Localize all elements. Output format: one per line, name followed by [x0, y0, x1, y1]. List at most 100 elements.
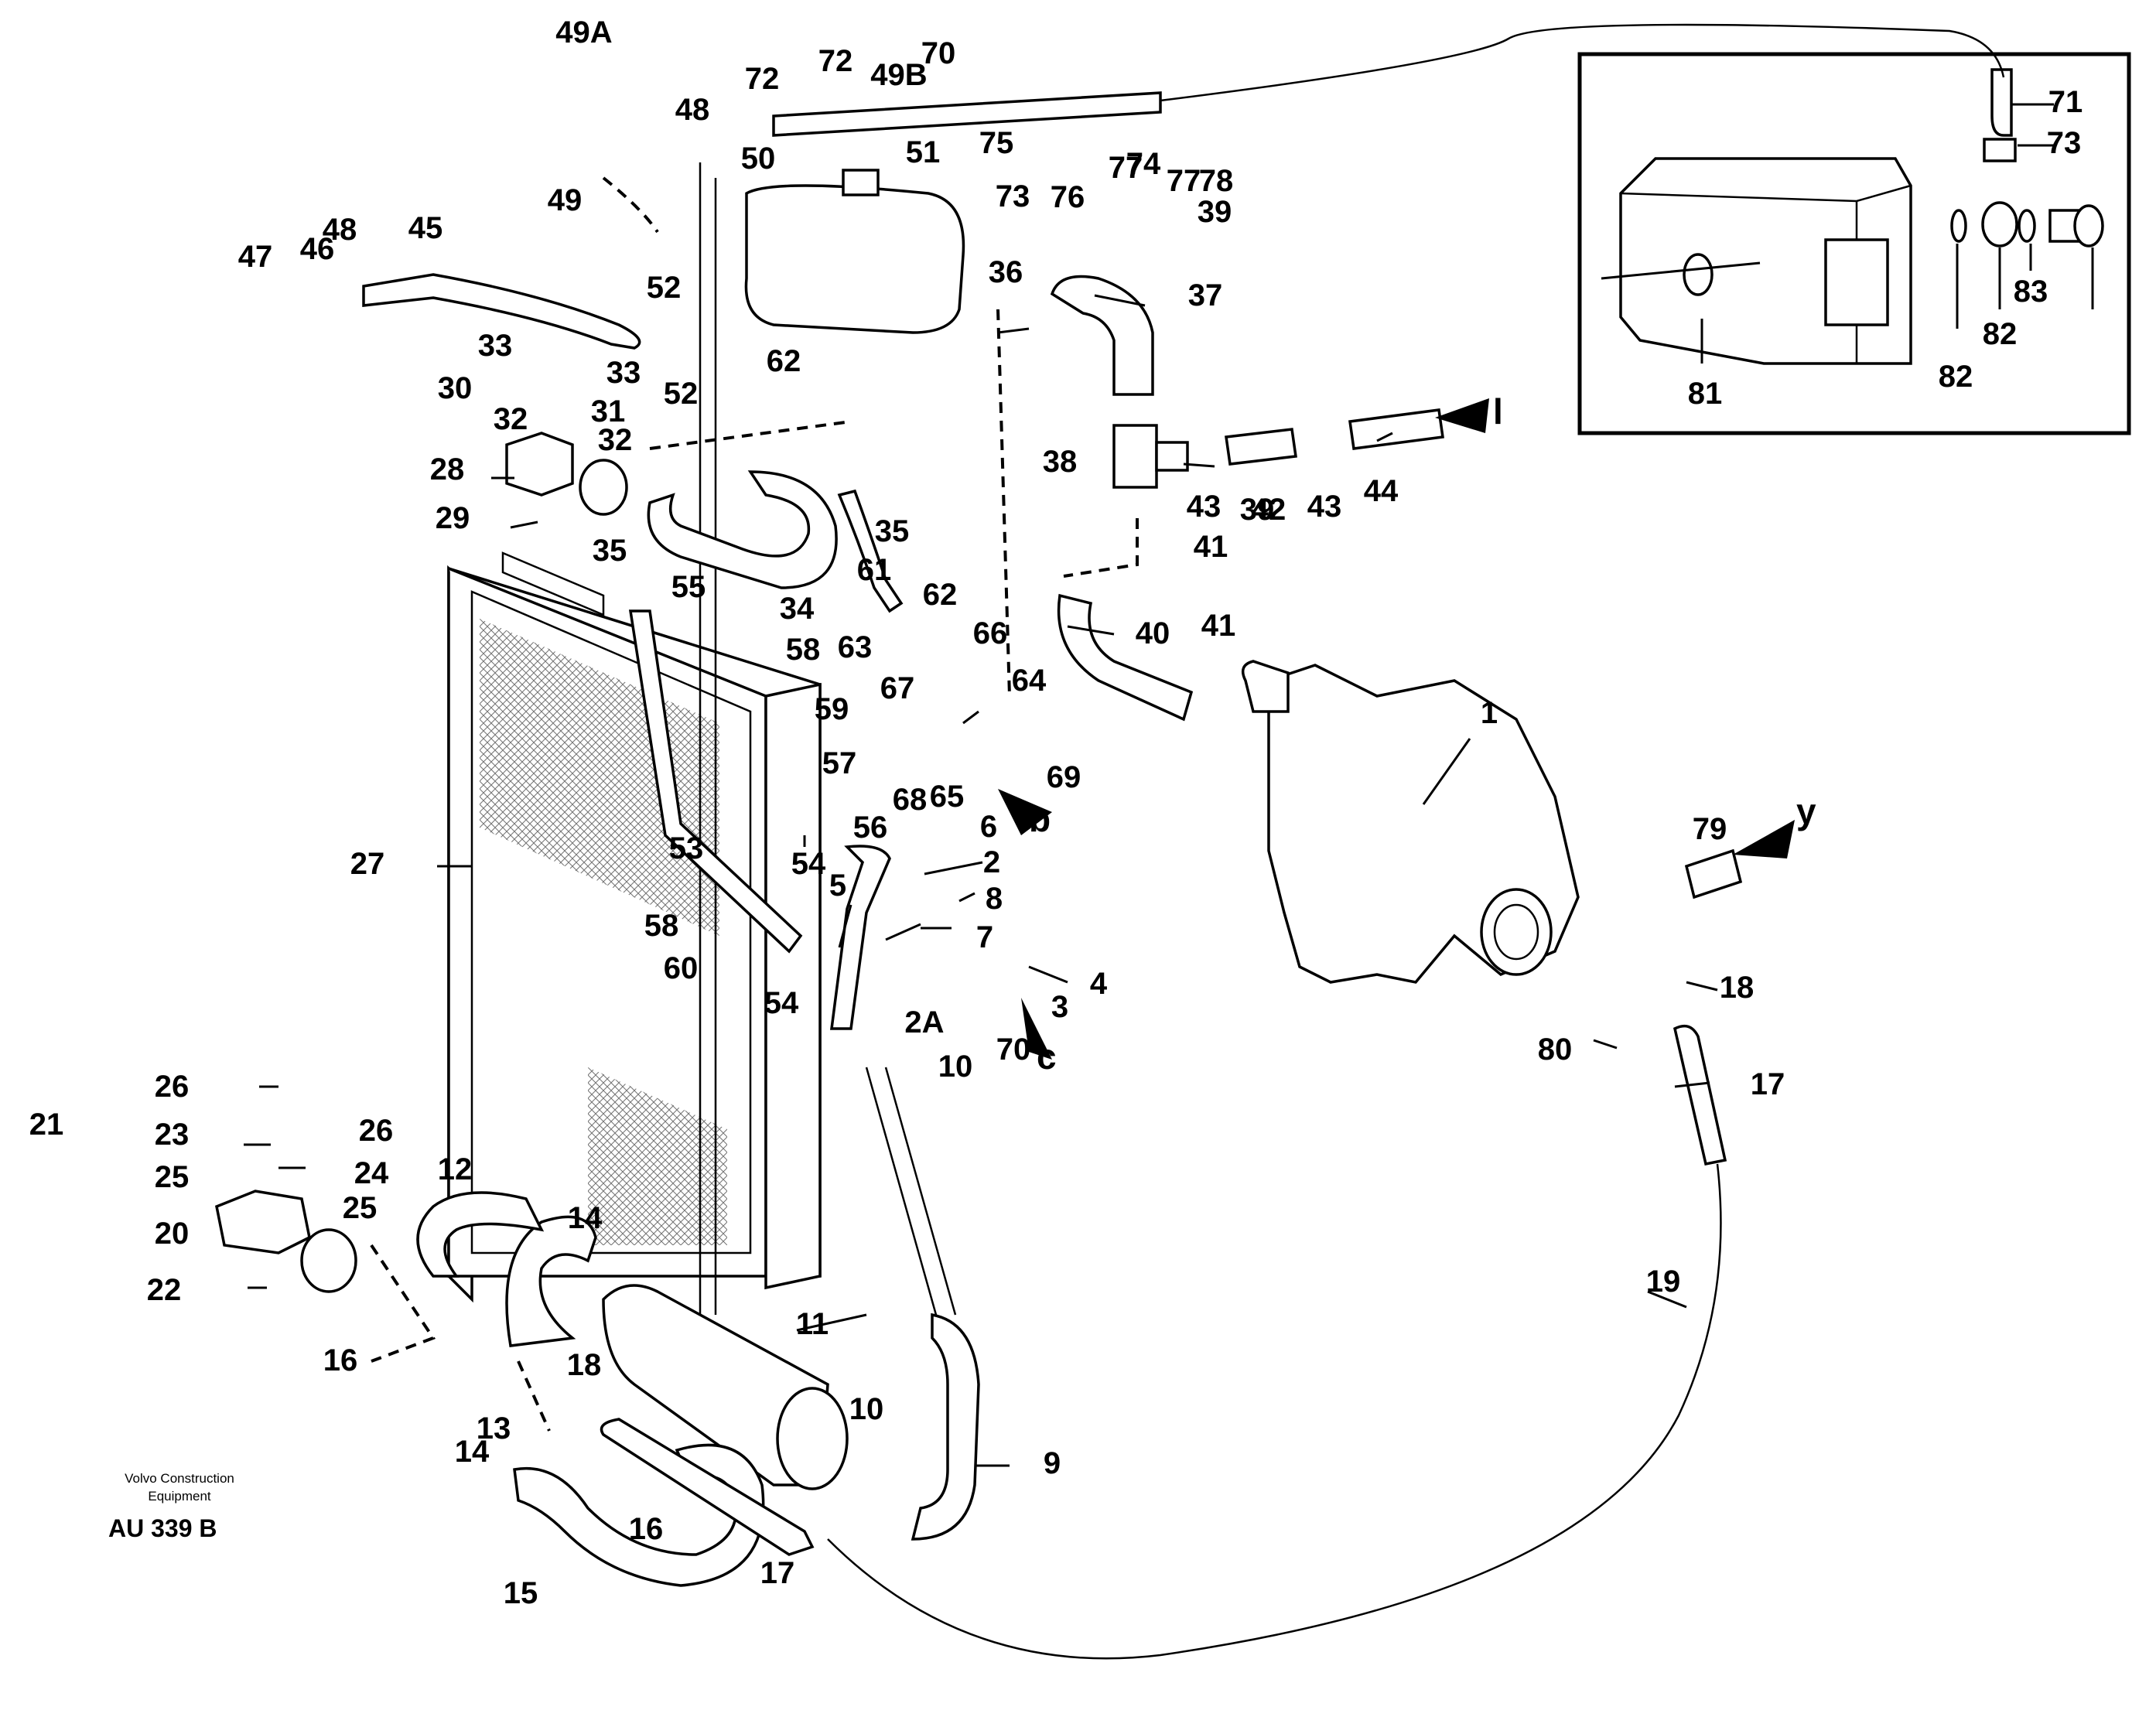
callout-number: 37: [1188, 278, 1223, 312]
callout-number: 60: [664, 951, 699, 985]
callout-number: 30: [438, 371, 473, 405]
callout-number: 46: [300, 232, 335, 266]
callout-number: 10: [938, 1050, 973, 1084]
callout-number: 55: [671, 570, 706, 604]
diagram-footer: Volvo Construction Equipment AU 339 B: [108, 1471, 234, 1542]
callout-number: 39: [1198, 195, 1232, 229]
callout-number: 63: [838, 630, 873, 664]
callout-number: 70: [921, 36, 956, 70]
view-label-l: l: [1493, 391, 1503, 432]
callout-number: 7: [976, 920, 993, 954]
callout-number: 29: [436, 501, 470, 535]
callout-number: 70: [996, 1033, 1031, 1067]
callout-number: 65: [930, 780, 965, 814]
callout-number: 14: [455, 1435, 490, 1469]
callout-number: 75: [979, 126, 1014, 160]
callout-number: 32: [494, 402, 528, 436]
callout-number: 31: [591, 394, 626, 428]
callout-number: 79: [1693, 812, 1727, 846]
callout-number: 43: [1307, 490, 1342, 524]
callout-number: 3: [1051, 990, 1068, 1024]
callout-number: 68: [893, 783, 928, 817]
callout-number: 26: [155, 1070, 190, 1104]
callout-number: 4: [1090, 967, 1108, 1001]
callout-number: 69: [1047, 760, 1081, 794]
callout-number: 25: [155, 1160, 190, 1194]
callout-number: 18: [1720, 971, 1755, 1005]
callout-number: 82: [1983, 317, 2018, 351]
callout-number: 49B: [870, 58, 927, 92]
callout-number: 38: [1043, 445, 1078, 479]
inset-cylinder-head-view: [1577, 52, 2131, 435]
callout-number: 48: [675, 93, 710, 127]
callout-number: 15: [504, 1576, 538, 1610]
callout-number: 48: [323, 213, 357, 247]
callout-number: 21: [29, 1108, 64, 1142]
callout-number: 2A: [904, 1005, 944, 1039]
callout-number: 78: [1199, 164, 1234, 198]
callout-number: 34: [780, 592, 815, 626]
callout-number: 74: [1126, 147, 1161, 181]
callout-number: 17: [1751, 1067, 1785, 1101]
callout-number: 54: [764, 986, 799, 1020]
callout-number: 61: [857, 553, 892, 587]
callout-number: 52: [664, 377, 699, 411]
callout-number: 58: [644, 909, 679, 943]
callout-number: 41: [1201, 609, 1236, 643]
callout-number: 62: [923, 578, 958, 612]
callout-number: 23: [155, 1118, 190, 1152]
callout-number: 83: [2014, 275, 2048, 309]
callout-number: 33: [606, 356, 641, 390]
view-label-b: b: [1029, 799, 1051, 839]
callout-number: 80: [1538, 1033, 1573, 1067]
callout-number: 32: [598, 423, 633, 457]
callout-number: 77: [1109, 151, 1143, 185]
callout-number: 73: [996, 179, 1030, 213]
callout-number: 58: [786, 633, 821, 667]
callout-number: 41: [1194, 530, 1228, 564]
callout-number: 35: [593, 534, 627, 568]
callout-number: 49: [548, 183, 583, 217]
callout-number: 77: [1167, 164, 1201, 198]
callout-number: 47: [238, 240, 273, 274]
callout-number: 49A: [555, 15, 612, 49]
callout-number: 64: [1012, 664, 1047, 698]
callout-number: 12: [438, 1152, 473, 1186]
callout-number: 14: [568, 1201, 603, 1235]
callout-number: 36: [989, 255, 1023, 289]
callout-number: 11: [796, 1307, 829, 1341]
callout-number: 5: [829, 869, 846, 903]
callout-number: 22: [147, 1273, 182, 1307]
callout-number: 76: [1051, 180, 1085, 214]
footer-company-line1: Volvo Construction: [125, 1471, 234, 1486]
callout-number: 62: [767, 344, 801, 378]
callout-number: 28: [430, 452, 465, 486]
callout-number: 10: [849, 1392, 884, 1426]
callout-number: 51: [906, 135, 941, 169]
callout-number: 71: [2048, 85, 2083, 119]
callout-number: 16: [629, 1512, 664, 1546]
footer-diagram-code: AU 339 B: [108, 1514, 217, 1542]
callout-number: 43: [1187, 490, 1222, 524]
callout-number: 59: [815, 692, 849, 726]
callout-number: 73: [2047, 126, 2082, 160]
view-direction-labels: b c y l: [998, 391, 1816, 1077]
callout-number: 18: [567, 1348, 602, 1382]
callout-number: 67: [880, 671, 915, 705]
callout-number: 26: [359, 1114, 394, 1148]
callout-number: 9: [1044, 1446, 1061, 1480]
view-label-y: y: [1796, 791, 1816, 831]
callout-number: 44: [1364, 474, 1399, 508]
callout-number: 35: [875, 514, 910, 548]
radiator: [447, 551, 822, 1303]
callout-number: 52: [647, 271, 682, 305]
callout-number: 1: [1481, 696, 1498, 730]
callout-number: 45: [408, 211, 443, 245]
callout-number: 42: [1252, 493, 1286, 527]
callout-number: 39: [1240, 493, 1275, 527]
callout-number: 81: [1688, 377, 1723, 411]
callout-number: 56: [853, 811, 888, 845]
callout-number: 40: [1136, 616, 1170, 650]
